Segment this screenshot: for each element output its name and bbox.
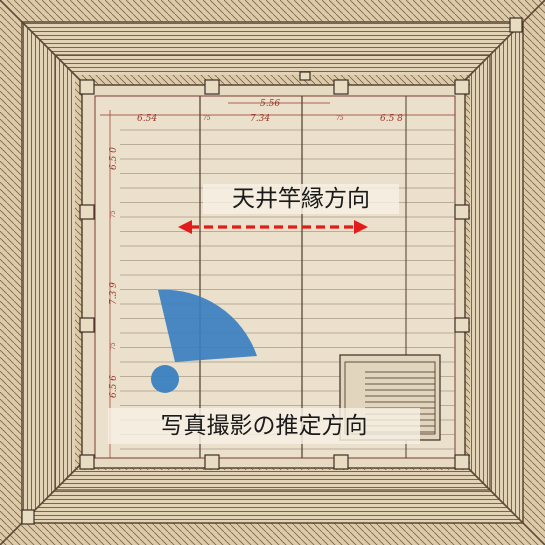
dim-top-gap-right: 75 xyxy=(336,115,344,122)
camera-view-cone xyxy=(158,289,257,362)
dimension-lines xyxy=(100,102,455,458)
dim-top-gap-left: 75 xyxy=(203,115,211,122)
dim-top-bay-center: 7.34 xyxy=(250,114,270,124)
photo-direction-label: 写真撮影の推定方向 xyxy=(108,408,420,444)
posts xyxy=(21,17,523,525)
ceiling-direction-arrow xyxy=(178,220,368,234)
dim-center-span: 5.56 xyxy=(260,99,280,109)
dim-top-bay-right: 6.5 8 xyxy=(380,114,403,124)
dim-left-gap-upper: 75 xyxy=(110,210,117,218)
dim-left-middle: 7.3 9 xyxy=(109,282,119,305)
camera-position-marker xyxy=(151,365,179,393)
dim-left-upper: 6.5 0 xyxy=(109,147,119,170)
dim-left-lower: 6.5 6 xyxy=(109,375,119,398)
ceiling-direction-label: 天井竿縁方向 xyxy=(203,184,399,214)
dim-top-bay-left: 6.54 xyxy=(137,114,157,124)
dim-left-gap-lower: 75 xyxy=(110,342,117,350)
